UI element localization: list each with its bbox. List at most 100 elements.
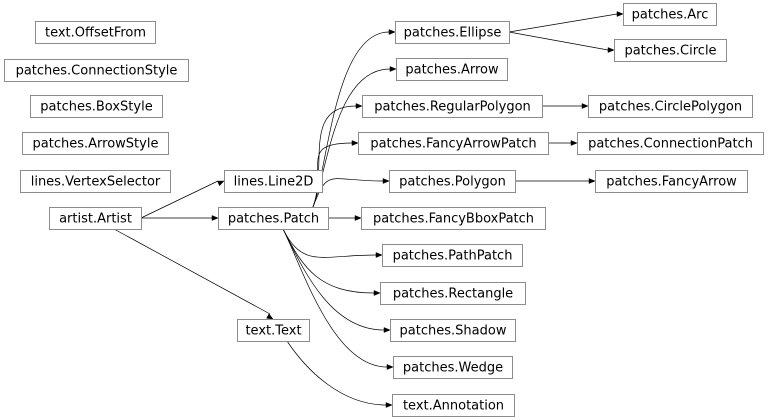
node-vertexselector[interactable]: lines.VertexSelector bbox=[20, 170, 171, 193]
arrowhead-annotation bbox=[385, 402, 393, 408]
node-box bbox=[595, 170, 748, 193]
node-box bbox=[577, 132, 764, 155]
node-boxstyle[interactable]: patches.BoxStyle bbox=[30, 95, 163, 118]
edge-ellipse-to-arc bbox=[508, 13, 618, 33]
arrowhead-pathpatch bbox=[375, 252, 383, 258]
arrowhead-circlepolygon bbox=[581, 103, 589, 109]
arrowhead-arc bbox=[616, 11, 624, 17]
node-arrow[interactable]: patches.Arrow bbox=[396, 58, 508, 81]
arrowhead-circle bbox=[607, 47, 615, 53]
node-label: patches.Rectangle bbox=[393, 287, 513, 302]
node-label: patches.PathPatch bbox=[393, 249, 513, 264]
node-ellipse[interactable]: patches.Ellipse bbox=[395, 21, 510, 44]
edge-ellipse-to-circle bbox=[508, 31, 609, 51]
node-offsetfrom[interactable]: text.OffsetFrom bbox=[35, 21, 156, 44]
node-connectionpatch[interactable]: patches.ConnectionPatch bbox=[577, 132, 764, 155]
node-label: text.Text bbox=[245, 324, 301, 339]
arrowhead-connectionpatch bbox=[570, 140, 578, 146]
node-label: patches.ArrowStyle bbox=[33, 137, 159, 152]
arrowhead-fancyarrow bbox=[588, 178, 596, 184]
node-label: artist.Artist bbox=[59, 212, 132, 227]
arrowhead-wedge bbox=[386, 364, 394, 370]
node-label: patches.Ellipse bbox=[404, 26, 502, 41]
arrowhead-fancybboxpatch bbox=[354, 215, 362, 221]
node-arrowstyle[interactable]: patches.ArrowStyle bbox=[22, 132, 169, 155]
node-fancyarrow[interactable]: patches.FancyArrow bbox=[595, 170, 748, 193]
edge-patch-to-fancyarrowpatch bbox=[312, 142, 353, 208]
node-box bbox=[614, 39, 727, 62]
arrowhead-line2d bbox=[217, 180, 225, 187]
node-label: patches.BoxStyle bbox=[40, 100, 152, 115]
node-box bbox=[35, 21, 156, 44]
node-text[interactable]: text.Text bbox=[237, 319, 310, 342]
node-box bbox=[362, 95, 543, 118]
arrowhead-polygon bbox=[382, 178, 390, 184]
node-box bbox=[392, 394, 515, 417]
node-label: patches.ConnectionStyle bbox=[16, 64, 178, 79]
node-box bbox=[588, 95, 753, 118]
node-label: patches.ConnectionPatch bbox=[588, 137, 753, 152]
node-shadow[interactable]: patches.Shadow bbox=[390, 319, 516, 342]
node-box bbox=[389, 170, 516, 193]
node-box bbox=[30, 95, 163, 118]
node-box bbox=[623, 3, 717, 26]
node-connectionstyle[interactable]: patches.ConnectionStyle bbox=[4, 59, 189, 82]
edge-patch-to-shadow bbox=[282, 228, 385, 331]
node-artist[interactable]: artist.Artist bbox=[49, 207, 142, 230]
node-box bbox=[4, 59, 189, 82]
node-pathpatch[interactable]: patches.PathPatch bbox=[382, 244, 523, 267]
node-box bbox=[224, 170, 323, 193]
nodes-layer: text.OffsetFrom patches.ConnectionStyle pa… bbox=[4, 3, 764, 417]
node-box bbox=[22, 132, 169, 155]
node-box bbox=[390, 319, 516, 342]
edge-patch-to-pathpatch bbox=[282, 228, 377, 258]
arrowhead-text bbox=[266, 313, 274, 320]
node-annotation[interactable]: text.Annotation bbox=[392, 394, 515, 417]
node-box bbox=[358, 132, 549, 155]
node-box bbox=[361, 207, 546, 230]
node-rectangle[interactable]: patches.Rectangle bbox=[380, 282, 526, 305]
node-label: patches.FancyBboxPatch bbox=[373, 212, 534, 227]
node-label: patches.Circle bbox=[624, 44, 716, 59]
arrowhead-ellipse bbox=[388, 29, 396, 35]
node-box bbox=[396, 58, 508, 81]
node-label: patches.Polygon bbox=[399, 175, 506, 190]
arrowhead-shadow bbox=[383, 327, 391, 333]
edge-artist-to-line2d bbox=[140, 180, 219, 219]
node-box bbox=[218, 207, 329, 230]
node-polygon[interactable]: patches.Polygon bbox=[389, 170, 516, 193]
node-label: lines.VertexSelector bbox=[31, 175, 161, 190]
node-label: patches.Wedge bbox=[403, 361, 503, 376]
arrowhead-regularpolygon bbox=[355, 103, 363, 109]
node-label: patches.Arrow bbox=[405, 63, 499, 78]
node-label: text.Annotation bbox=[403, 399, 504, 414]
node-fancybboxpatch[interactable]: patches.FancyBboxPatch bbox=[361, 207, 546, 230]
node-circle[interactable]: patches.Circle bbox=[614, 39, 727, 62]
node-label: text.OffsetFrom bbox=[45, 26, 146, 41]
node-line2d[interactable]: lines.Line2D bbox=[224, 170, 323, 193]
node-label: patches.FancyArrow bbox=[606, 175, 737, 190]
node-fancyarrowpatch[interactable]: patches.FancyArrowPatch bbox=[358, 132, 549, 155]
node-arc[interactable]: patches.Arc bbox=[623, 3, 717, 26]
node-label: patches.RegularPolygon bbox=[374, 100, 531, 115]
arrowhead-arrow bbox=[389, 66, 397, 72]
edge-patch-to-wedge bbox=[282, 228, 388, 368]
node-box bbox=[237, 319, 310, 342]
node-label: patches.Patch bbox=[228, 212, 319, 227]
node-box bbox=[20, 170, 171, 193]
node-regularpolygon[interactable]: patches.RegularPolygon bbox=[362, 95, 543, 118]
node-patch[interactable]: patches.Patch bbox=[218, 207, 329, 230]
node-label: patches.Shadow bbox=[400, 324, 507, 339]
edge-text-to-annotation bbox=[286, 340, 387, 406]
edge-patch-to-polygon bbox=[312, 178, 384, 208]
node-label: lines.Line2D bbox=[234, 175, 314, 190]
node-wedge[interactable]: patches.Wedge bbox=[393, 356, 513, 379]
node-label: patches.Arc bbox=[632, 8, 709, 23]
node-box bbox=[393, 356, 513, 379]
node-circlepolygon[interactable]: patches.CirclePolygon bbox=[588, 95, 753, 118]
node-box bbox=[380, 282, 526, 305]
node-box bbox=[49, 207, 142, 230]
node-box bbox=[382, 244, 523, 267]
arrowhead-fancyarrowpatch bbox=[351, 140, 359, 146]
